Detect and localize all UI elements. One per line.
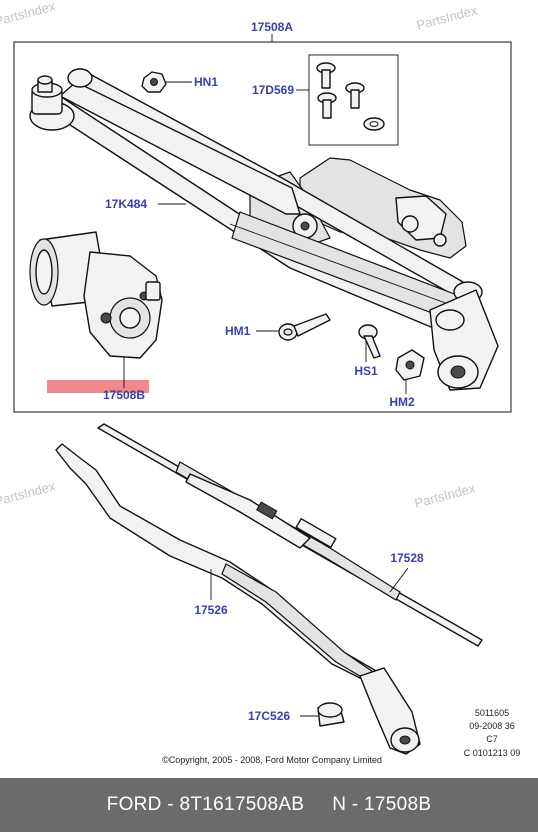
part-number-footer: FORD - 8T1617508AB N - 17508B xyxy=(0,778,538,832)
callout-17508B[interactable]: 17508B xyxy=(103,388,145,402)
callout-17D569[interactable]: 17D569 xyxy=(252,83,294,97)
watermark: PartsIndex xyxy=(415,2,479,33)
copyright-text: ©Copyright, 2005 - 2008, Ford Motor Comp… xyxy=(162,755,382,765)
reference-codes: 5011605 09-2008 36 C7 C 0101213 09 xyxy=(464,708,521,758)
callout-HN1[interactable]: HN1 xyxy=(194,75,218,89)
parts-diagram: PartsIndex PartsIndex PartsIndex PartsIn… xyxy=(0,0,521,765)
callout-17526[interactable]: 17526 xyxy=(194,603,228,617)
callout-HS1[interactable]: HS1 xyxy=(354,364,378,378)
callout-HM1[interactable]: HM1 xyxy=(225,324,251,338)
watermark: PartsIndex xyxy=(0,478,57,509)
leader-line xyxy=(389,567,409,593)
callout-17528[interactable]: 17528 xyxy=(390,551,424,565)
callout-17K484[interactable]: 17K484 xyxy=(105,197,147,211)
callout-17508A[interactable]: 17508A xyxy=(251,20,293,34)
footer-spacer xyxy=(304,794,332,816)
bolt-kit xyxy=(316,62,385,131)
ref-code: C 0101213 09 xyxy=(464,748,521,758)
bolt-hm1 xyxy=(278,313,331,341)
wiper-blade xyxy=(97,423,483,647)
cap-17c526 xyxy=(317,702,345,727)
footer-part-number: FORD - 8T1617508AB xyxy=(106,794,305,815)
footer-position: N - 17508B xyxy=(332,794,432,815)
ref-code: C7 xyxy=(486,734,498,744)
callout-HM2[interactable]: HM2 xyxy=(389,395,415,409)
ref-code: 5011605 xyxy=(475,708,509,718)
watermark: PartsIndex xyxy=(0,0,57,29)
ref-code: 09-2008 36 xyxy=(469,721,515,731)
bolt-kit-box xyxy=(308,54,399,146)
callout-17C526[interactable]: 17C526 xyxy=(248,709,290,723)
screw-hs1 xyxy=(358,324,381,359)
left-pivot xyxy=(29,68,93,131)
assembly-frame xyxy=(13,41,512,413)
wiper-motor xyxy=(29,231,163,359)
nut-hm2 xyxy=(395,349,425,381)
nut-hn1 xyxy=(141,71,167,93)
highlight-marker xyxy=(47,380,149,393)
wiper-arm xyxy=(55,443,421,755)
watermark: PartsIndex xyxy=(413,480,477,511)
right-pivot xyxy=(429,281,499,391)
